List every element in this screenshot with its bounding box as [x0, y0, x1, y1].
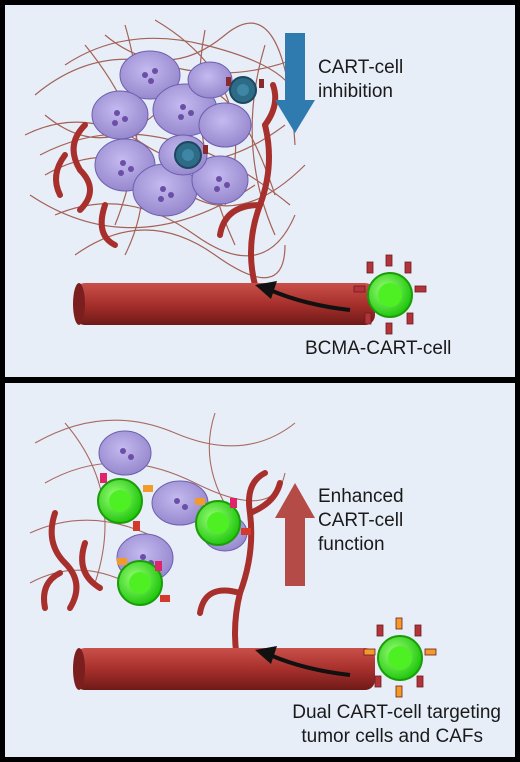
- migration-arrow: [269, 288, 351, 312]
- dual-cart-label-line1: Dual CART-cell targeting: [292, 702, 501, 723]
- inactive-tcell-top: [226, 76, 264, 104]
- blood-vessel: [75, 283, 375, 325]
- inactive-tcell-middle: [174, 141, 208, 169]
- dual-cart-label-line2: tumor cells and CAFs: [301, 726, 483, 747]
- migration-arrowhead: [255, 281, 277, 299]
- migration-arrowhead-bottom: [255, 646, 277, 664]
- bottom-arrow-label-line1: Enhanced: [318, 486, 404, 507]
- enhanced-up-arrow: [275, 483, 315, 586]
- tumor-vessels-bottom: [41, 470, 283, 676]
- tumor-nuclei: [112, 68, 230, 202]
- inhibition-down-arrow: [275, 33, 315, 133]
- tumor-vessels: [53, 82, 279, 288]
- cart-cell-in-tumor-1: [97, 473, 153, 531]
- bcma-cart-cell: [353, 254, 427, 335]
- bottom-panel: Enhanced CART-cell function Dual CART-ce…: [5, 383, 515, 757]
- cart-cell-in-tumor-2: [195, 498, 251, 546]
- migration-arrow-bottom: [269, 653, 351, 677]
- bcma-cart-cell-label: BCMA-CART-cell: [305, 338, 452, 359]
- tumor-cell-cluster: [91, 50, 252, 217]
- cart-cell-in-tumor-3: [117, 558, 170, 606]
- blood-vessel-bottom: [75, 648, 375, 690]
- bottom-illustration: [29, 412, 437, 698]
- bottom-arrow-label-line2: CART-cell: [318, 510, 404, 531]
- dual-cart-cell: [363, 617, 437, 698]
- top-arrow-label-line2: inhibition: [318, 81, 393, 102]
- tumor-nuclei-reduced: [120, 448, 188, 566]
- top-illustration: [24, 19, 427, 335]
- top-arrow-label-line1: CART-cell: [318, 57, 404, 78]
- bottom-arrow-label-line3: function: [318, 534, 385, 555]
- top-panel: CART-cell inhibition BCMA-CART-cell: [5, 5, 515, 377]
